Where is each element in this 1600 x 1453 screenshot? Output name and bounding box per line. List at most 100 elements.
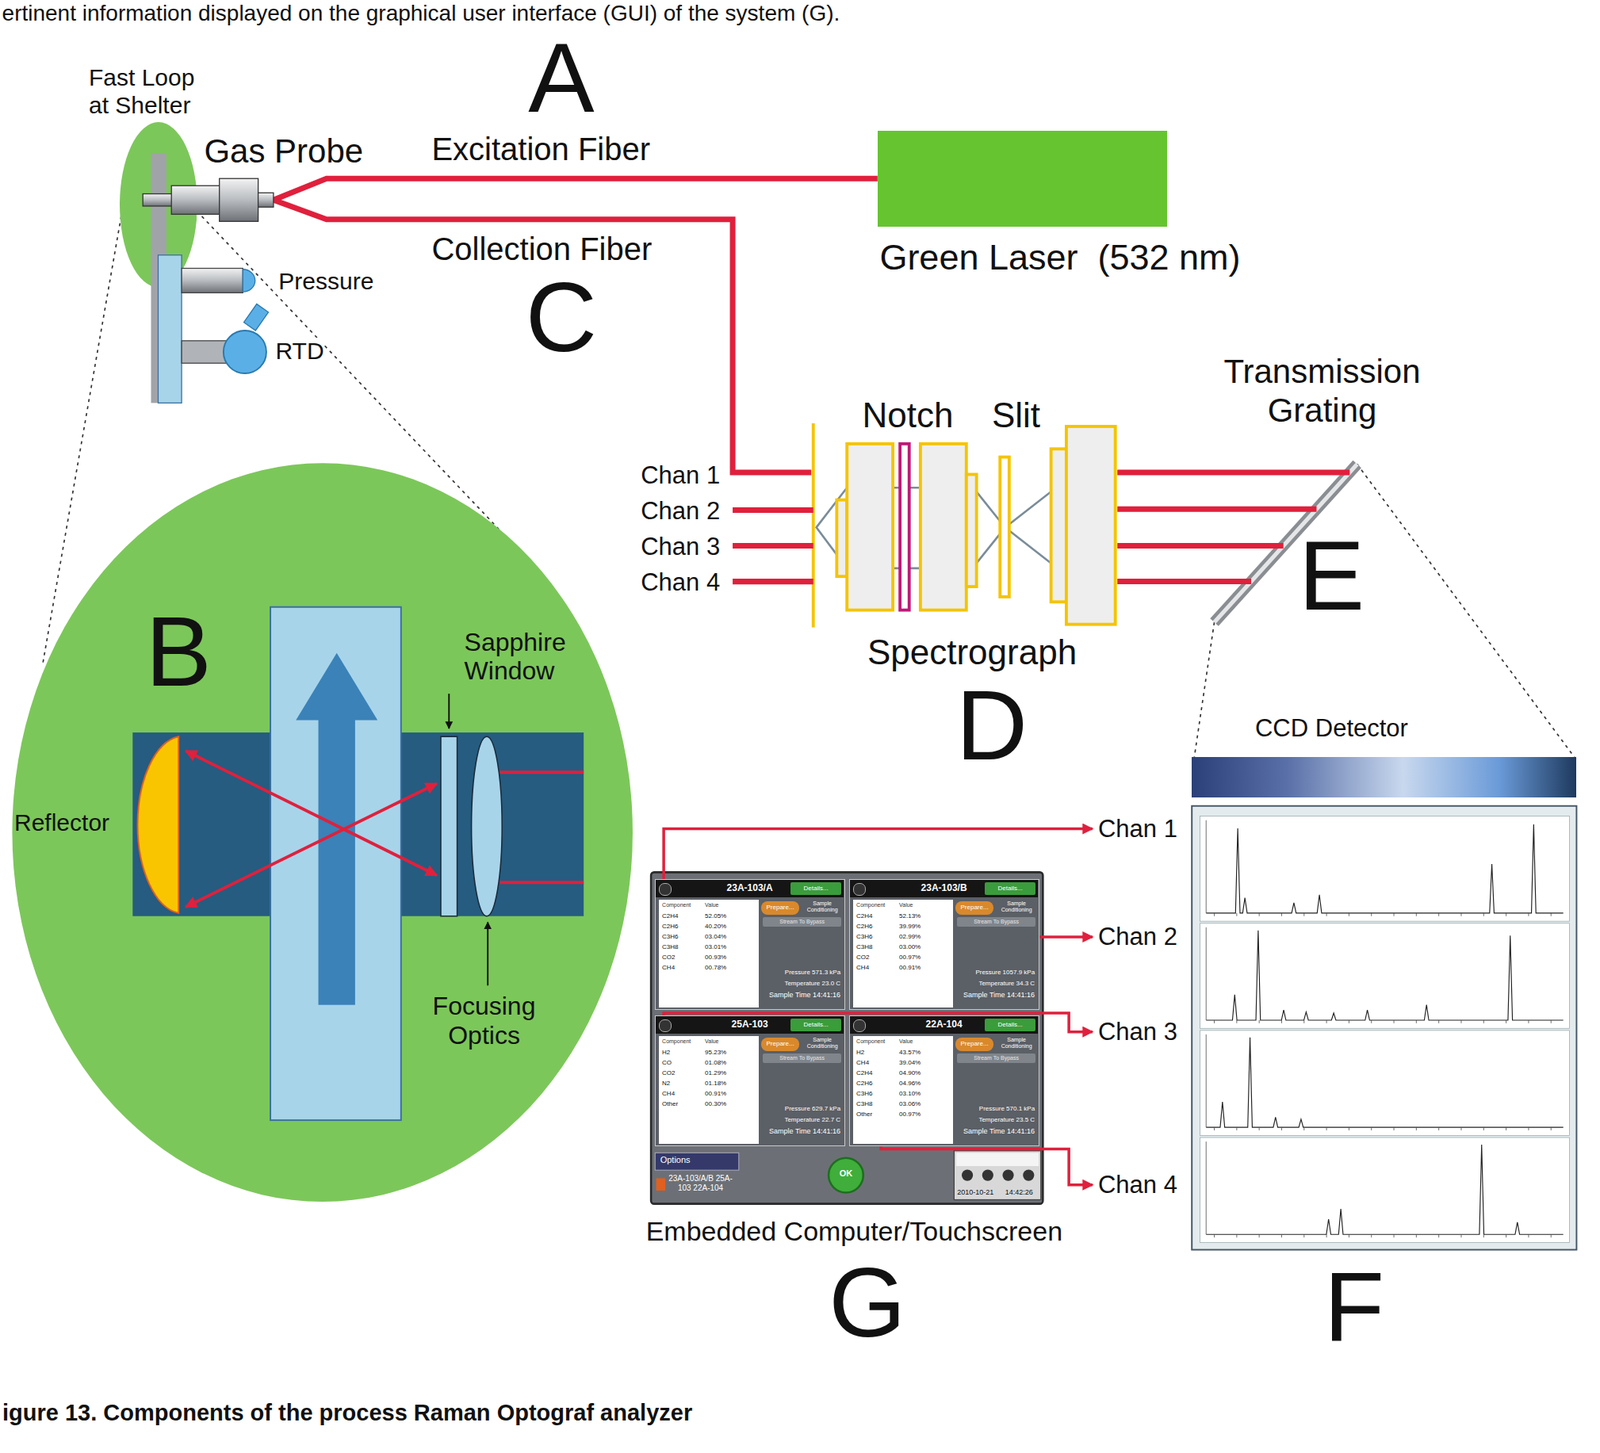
- spectrum-trace: [1205, 1144, 1563, 1235]
- part-label: Pressure: [278, 267, 374, 296]
- axis-tick: [1370, 1127, 1372, 1131]
- channel-dot: [853, 1019, 866, 1033]
- table-cell: Other: [856, 1110, 873, 1118]
- screen-panel: 23A-103/ADetails...Prepare...Sample Cond…: [654, 879, 846, 1011]
- part-label: Chan 2: [640, 497, 720, 526]
- axis: [1205, 927, 1207, 1021]
- ccd-detector: CCD Detector: [1191, 757, 1577, 798]
- button-text: Stream To Bypass: [762, 918, 842, 926]
- table-cell: C2H6: [662, 922, 678, 931]
- table-cell: 03.00%: [899, 943, 921, 951]
- table-cell: 03.01%: [704, 943, 727, 951]
- axis-tick: [1303, 913, 1305, 917]
- channel-arrow: [663, 829, 1093, 881]
- callout-letter: C: [525, 267, 598, 367]
- table-cell: 04.96%: [899, 1079, 921, 1088]
- reading: Temperature 23.5 C: [955, 1116, 1035, 1124]
- axis-tick: [1527, 1234, 1529, 1238]
- probe-closeup-part: [318, 714, 356, 1006]
- axis-tick: [1236, 1127, 1237, 1131]
- axis-tick: [1393, 1020, 1395, 1024]
- button-caption: Sample Conditioning: [994, 900, 1039, 914]
- table-cell: H2: [856, 1048, 865, 1057]
- part-label: Sapphire Window: [464, 627, 584, 687]
- part-label: RTD: [275, 337, 324, 366]
- probe-closeup-part: [11, 463, 632, 1202]
- button-text: Prepare...: [955, 903, 994, 912]
- channel-name: Chan 4: [1098, 1171, 1178, 1200]
- axis-tick: [1505, 913, 1507, 917]
- component-name: CCD Detector: [1255, 714, 1409, 743]
- figure-caption: igure 13. Components of the process Rama…: [2, 1400, 693, 1427]
- table-cell: C2H6: [856, 1079, 873, 1088]
- table-header: Component: [856, 1038, 885, 1045]
- touchscreen: Embedded Computer/Touchscreen23A-103/ADe…: [650, 872, 1043, 1204]
- table-header: Component: [662, 1038, 691, 1045]
- table-cell: 04.90%: [899, 1069, 921, 1077]
- spectrograph-optics-part-part: [1066, 426, 1116, 625]
- axis-tick: [1460, 1020, 1462, 1024]
- axis-tick: [1460, 913, 1462, 917]
- channel-dot: [658, 1019, 672, 1033]
- table-cell: 00.97%: [899, 1110, 921, 1118]
- probe-closeup-part: [295, 653, 378, 721]
- fiber-label: Excitation Fiber: [431, 130, 651, 168]
- zoom-leaders-part: [1194, 622, 1215, 761]
- channel-label: Chan 3: [1094, 1016, 1181, 1049]
- axis-tick: [1370, 1020, 1372, 1024]
- button-text: Details...: [984, 884, 1036, 892]
- touchscreen-bezel-part: [1002, 1170, 1014, 1182]
- axis-tick: [1460, 1127, 1462, 1131]
- optical-fiber: [273, 178, 878, 200]
- axis-tick: [1527, 1020, 1529, 1024]
- touchscreen-bezel-part: [982, 1170, 994, 1182]
- table-cell: CO2: [662, 953, 675, 961]
- callout-letter: G: [828, 1252, 906, 1352]
- reading: Pressure 570.1 kPa: [955, 1105, 1035, 1113]
- axis-tick: [1483, 1127, 1485, 1131]
- axis-tick: [1281, 1127, 1283, 1131]
- axis: [1205, 1034, 1207, 1128]
- button-caption: Sample Conditioning: [800, 1037, 845, 1050]
- probe-drawing-part-part: [181, 340, 231, 364]
- probe-drawing-part-part: [171, 185, 221, 215]
- laser-box: Green Laser (532 nm): [877, 130, 1168, 227]
- table-cell: CO2: [856, 953, 869, 961]
- channel-arrow: [1039, 935, 1093, 939]
- reading: Sample Time 14:41:16: [955, 1127, 1035, 1136]
- table-cell: 00.97%: [899, 953, 921, 961]
- axis-tick: [1393, 913, 1395, 917]
- table-cell: 03.04%: [704, 933, 727, 941]
- touchscreen-bezel-part: [1022, 1170, 1034, 1182]
- axis-tick: [1393, 1234, 1395, 1238]
- loop-ellipse: Fast Loop at ShelterGas Probe: [119, 122, 198, 288]
- table-cell: 95.23%: [704, 1048, 727, 1057]
- touchscreen-bezel-part: [953, 1151, 1041, 1201]
- probe-closeup-part: [447, 693, 450, 729]
- axis-tick: [1213, 913, 1215, 917]
- part-label: Chan 1: [640, 461, 720, 490]
- touchscreen-bezel: [650, 872, 1043, 1204]
- axis-tick: [1550, 1020, 1552, 1024]
- axis-tick: [1438, 913, 1440, 917]
- probe-closeup-part: [185, 750, 584, 908]
- axis-tick: [1416, 913, 1417, 917]
- axis-tick: [1326, 913, 1328, 917]
- part-label: 2010-10-21: [956, 1188, 994, 1197]
- table-cell: CH4: [856, 1059, 869, 1067]
- table-cell: 01.29%: [704, 1069, 727, 1077]
- table-cell: 00.78%: [704, 964, 727, 972]
- axis-tick: [1348, 1127, 1350, 1131]
- table-cell: 52.05%: [704, 912, 727, 920]
- table-cell: C3H6: [856, 1090, 873, 1098]
- axis-tick: [1303, 1127, 1305, 1131]
- reading: Pressure 571.3 kPa: [761, 968, 841, 977]
- part-label: Focusing Optics: [428, 991, 540, 1051]
- axis-tick: [1213, 1020, 1215, 1024]
- axis-tick: [1213, 1127, 1215, 1131]
- table-cell: 39.99%: [899, 922, 921, 931]
- channel-label: Chan 4: [1094, 1169, 1181, 1202]
- spectra-panel-part: [1200, 816, 1570, 1244]
- table-cell: CO2: [662, 1069, 675, 1077]
- probe-drawing-part-part: [142, 194, 174, 207]
